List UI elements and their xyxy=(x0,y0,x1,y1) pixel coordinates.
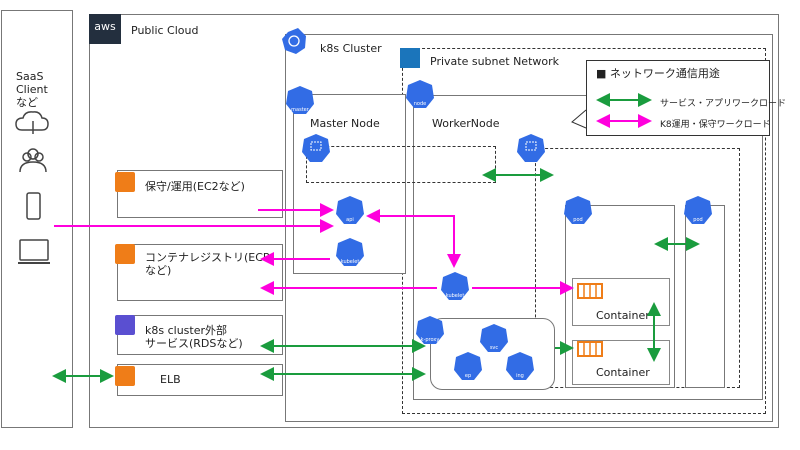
saas-client-label: SaaS Client など xyxy=(16,70,48,109)
ec2-box xyxy=(117,170,283,218)
legend-title: ■ ネットワーク通信用途 xyxy=(596,67,720,80)
k8s-cluster-title: k8s Cluster xyxy=(320,42,382,55)
container-box-2 xyxy=(572,340,670,385)
kubelet-icon-worker: kubelet xyxy=(441,272,469,300)
container-icon-2 xyxy=(577,341,603,357)
pod-box-2 xyxy=(685,205,725,388)
container-label-2: Container xyxy=(596,366,650,379)
public-cloud-title: Public Cloud xyxy=(131,24,199,37)
ecr-box xyxy=(117,244,283,301)
pod-icon-2: pod xyxy=(684,196,712,224)
elb-icon xyxy=(115,366,135,386)
worker-node-title: WorkerNode xyxy=(432,117,500,130)
master-node-title: Master Node xyxy=(310,117,380,130)
legend-pointer xyxy=(571,109,587,129)
svg-text:k-proxy: k-proxy xyxy=(421,337,440,343)
svg-text:pod: pod xyxy=(573,217,582,223)
legend-item1-label: サービス・アプリワークロード xyxy=(660,99,787,109)
k8s-helm-icon xyxy=(282,28,306,54)
ns-icon-worker xyxy=(517,134,545,162)
ec2-icon xyxy=(115,172,135,192)
private-subnet-title: Private subnet Network xyxy=(430,55,560,68)
svg-text:kubelet: kubelet xyxy=(446,293,465,299)
svg-text:api: api xyxy=(346,217,354,223)
svg-text:kubelet: kubelet xyxy=(341,259,360,265)
svg-text:ing: ing xyxy=(516,373,524,379)
legend-item2-label: K8運用・保守ワークロード xyxy=(660,120,771,130)
ns-icon-master xyxy=(302,134,330,162)
svg-text:master: master xyxy=(291,107,310,113)
magenta-arrow-api-kubelet xyxy=(366,209,461,268)
ing-icon: ing xyxy=(506,352,534,380)
svg-text:ep: ep xyxy=(465,373,471,379)
svg-text:pod: pod xyxy=(693,217,702,223)
ec2-label: 保守/運用(EC2など) xyxy=(145,180,245,193)
elb-label: ELB xyxy=(160,373,181,386)
laptop-icon xyxy=(18,239,50,264)
ecr-label: コンテナレジストリ(ECR など) xyxy=(145,251,271,277)
node-icon: node xyxy=(406,80,434,108)
kubelet-icon-master: kubelet xyxy=(336,238,364,266)
svg-text:node: node xyxy=(414,101,426,107)
master-icon: master xyxy=(286,86,314,114)
elb-box xyxy=(117,364,283,396)
rds-label: k8s cluster外部 サービス(RDSなど) xyxy=(145,324,243,350)
api-icon: api xyxy=(336,196,364,224)
container-label-1: Container xyxy=(596,309,650,322)
namespace-strip xyxy=(306,146,496,183)
smartphone-icon xyxy=(26,192,41,220)
pod-icon-1: pod xyxy=(564,196,592,224)
ecr-icon xyxy=(115,244,135,264)
users-icon xyxy=(19,148,47,173)
ep-icon: ep xyxy=(454,352,482,380)
rds-icon xyxy=(115,315,135,335)
cloud-upload-icon xyxy=(15,111,49,134)
private-subnet-lock-icon xyxy=(400,48,420,68)
kproxy-icon: k-proxy xyxy=(416,316,444,344)
container-icon-1 xyxy=(577,283,603,299)
svc-icon: svc xyxy=(480,324,508,352)
svg-text:svc: svc xyxy=(490,345,499,351)
aws-logo: aws xyxy=(89,14,121,44)
rds-box xyxy=(117,315,283,355)
